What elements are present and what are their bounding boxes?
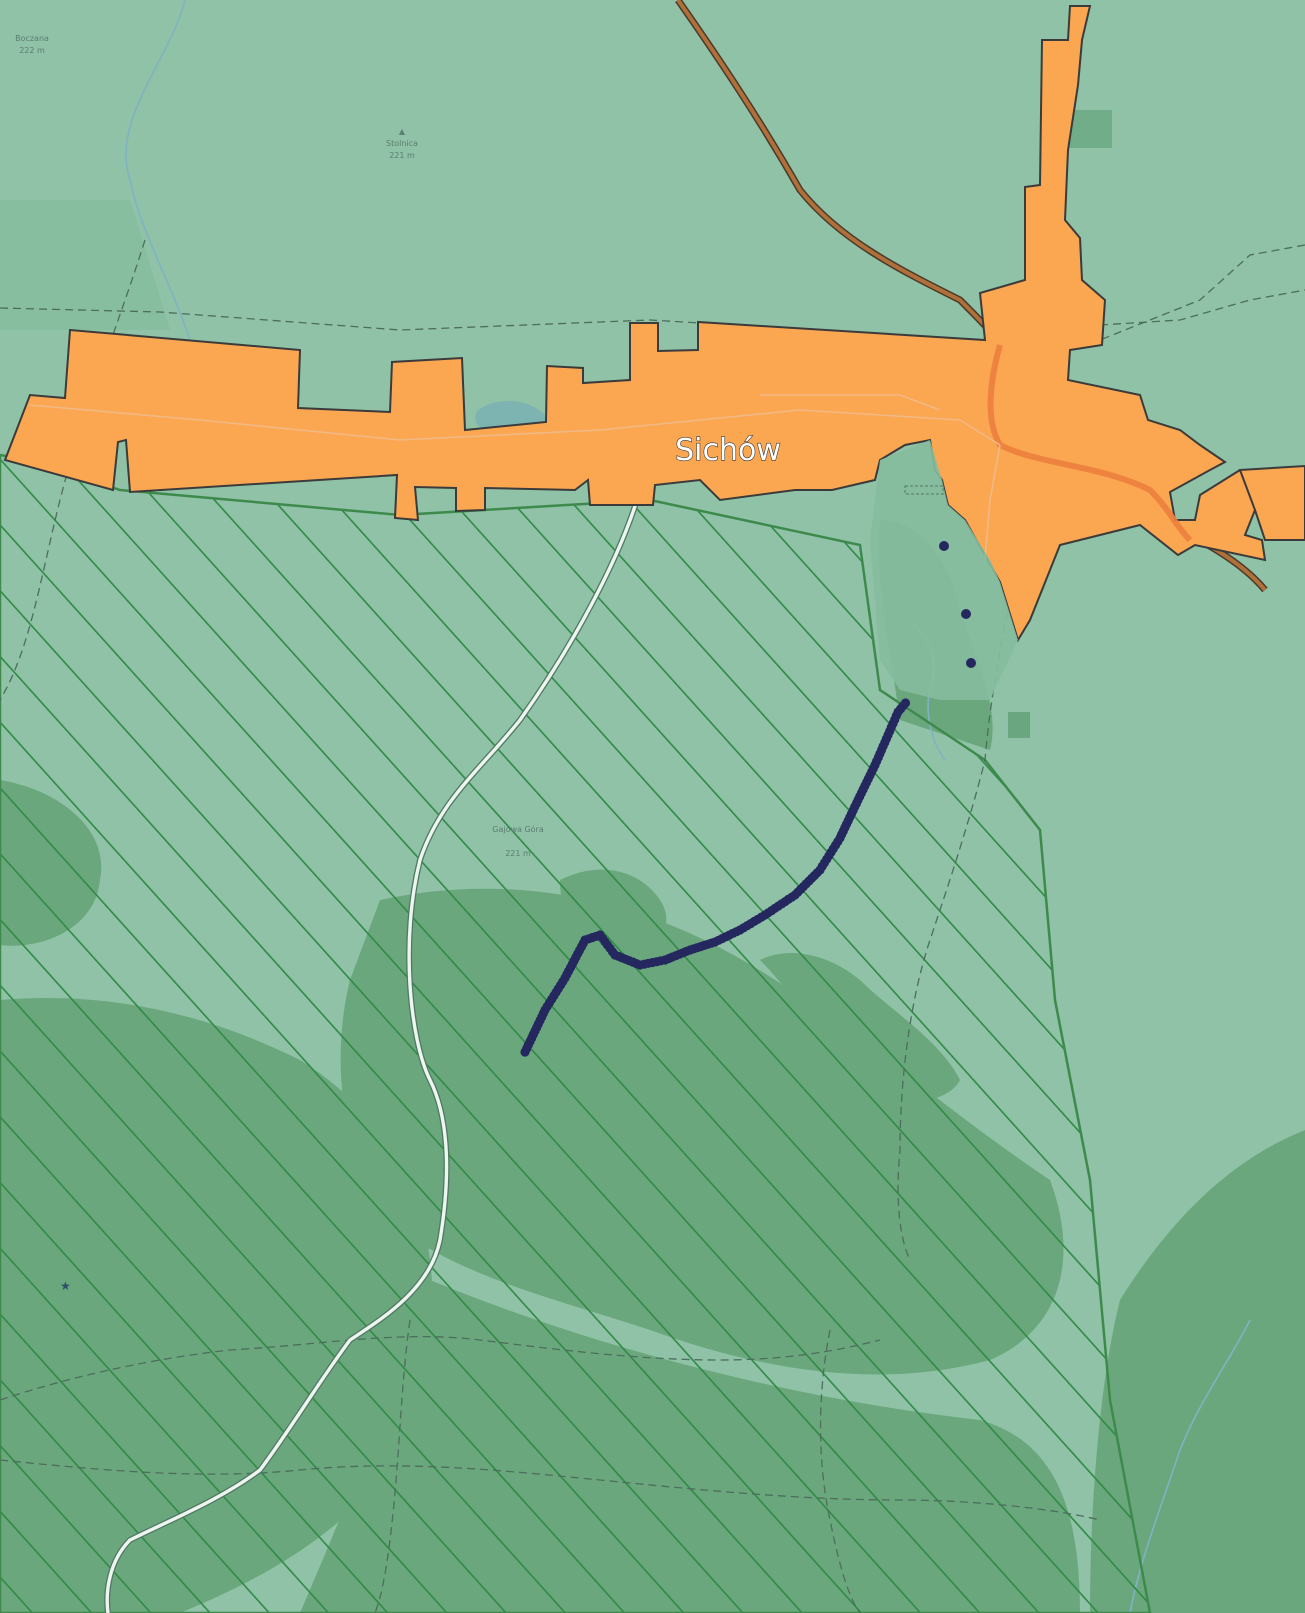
peak-name: Stolnica bbox=[386, 139, 418, 148]
main-road[interactable] bbox=[987, 344, 1193, 543]
track-point bbox=[900, 698, 911, 708]
building-patch bbox=[1008, 712, 1030, 738]
gps-track[interactable] bbox=[520, 698, 911, 1057]
star-icon: ★ bbox=[60, 1279, 71, 1293]
peak-elevation: 221 m bbox=[389, 151, 415, 160]
svg-text:▲: ▲ bbox=[399, 127, 406, 136]
gps-point[interactable] bbox=[966, 658, 976, 668]
peak-label-gajowa: Gajowa Góra 221 m bbox=[492, 824, 544, 858]
peak-name: Gajowa Góra bbox=[492, 824, 544, 834]
stream bbox=[125, 0, 191, 341]
peak-elevation: 221 m bbox=[505, 849, 531, 858]
dashed-boundaries bbox=[0, 239, 1305, 1613]
peak-name: Boczana bbox=[15, 34, 49, 43]
building-outline bbox=[904, 485, 944, 495]
park-area bbox=[870, 440, 1018, 700]
gps-point[interactable] bbox=[939, 541, 949, 551]
town-label: Sichów bbox=[675, 433, 781, 468]
white-road[interactable] bbox=[104, 489, 643, 1613]
peak-label-boczana: Boczana 222 m bbox=[15, 34, 49, 55]
village-area[interactable] bbox=[3, 5, 1267, 643]
gps-point[interactable] bbox=[961, 609, 971, 619]
peak-label-stolnica: ▲ Stolnica 221 m bbox=[386, 127, 418, 160]
peak-elevation: 222 m bbox=[19, 46, 45, 55]
village-streets bbox=[29, 394, 1001, 561]
field-patch bbox=[0, 200, 170, 330]
village-area-east[interactable] bbox=[1238, 464, 1305, 541]
gps-points[interactable] bbox=[939, 541, 976, 668]
